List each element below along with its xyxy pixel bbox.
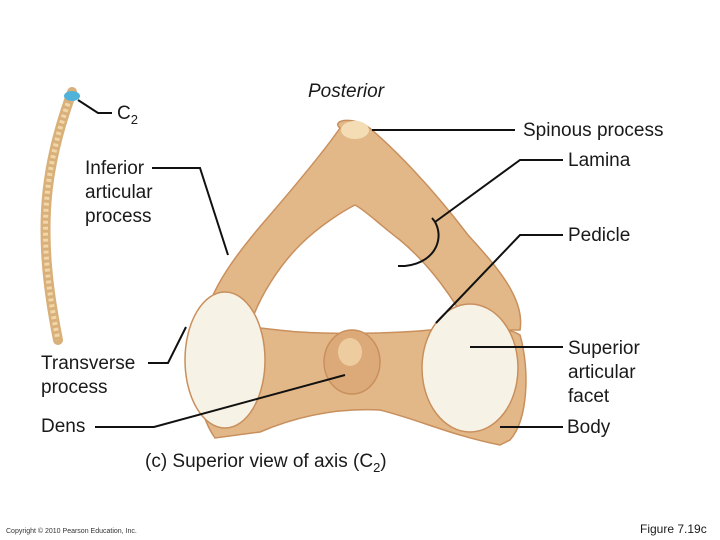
- c2-label: C2: [117, 103, 138, 127]
- lamina-bracket: [398, 217, 440, 267]
- vertebral-arch: [204, 119, 522, 331]
- left-superior-facet: [184, 291, 266, 429]
- leader-c2: [77, 99, 112, 114]
- pedicle-label: Pedicle: [568, 225, 631, 246]
- spinous-process-label: Spinous process: [523, 120, 664, 141]
- inferior-articular-process-label: Inferior articular process: [85, 158, 153, 227]
- lamina-label: Lamina: [568, 150, 631, 171]
- spinous-tip: [341, 121, 369, 139]
- leader-lamina: [434, 159, 563, 223]
- right-superior-facet: [421, 303, 519, 433]
- leader-inferior-articular: [152, 167, 229, 256]
- figure-caption: (c) Superior view of axis (C2): [145, 451, 387, 475]
- dens-label: Dens: [41, 416, 86, 437]
- orientation-label: Posterior: [308, 81, 385, 102]
- spine-thumbnail: [40, 87, 80, 345]
- transverse-process-label: Transverse process: [41, 353, 136, 398]
- body-label: Body: [567, 417, 611, 438]
- axis-vertebra: [184, 119, 527, 446]
- c2-highlight: [64, 91, 80, 101]
- copyright-text: Copyright © 2010 Pearson Education, Inc.: [6, 528, 137, 535]
- leader-transverse: [148, 326, 187, 364]
- leader-dens: [95, 374, 346, 428]
- leader-lines: [77, 99, 563, 428]
- superior-articular-facet-label: Superior articular facet: [568, 338, 640, 407]
- leader-pedicle: [435, 234, 563, 324]
- vertebral-foramen: [284, 230, 440, 330]
- figure-number: Figure 7.19c: [640, 522, 707, 536]
